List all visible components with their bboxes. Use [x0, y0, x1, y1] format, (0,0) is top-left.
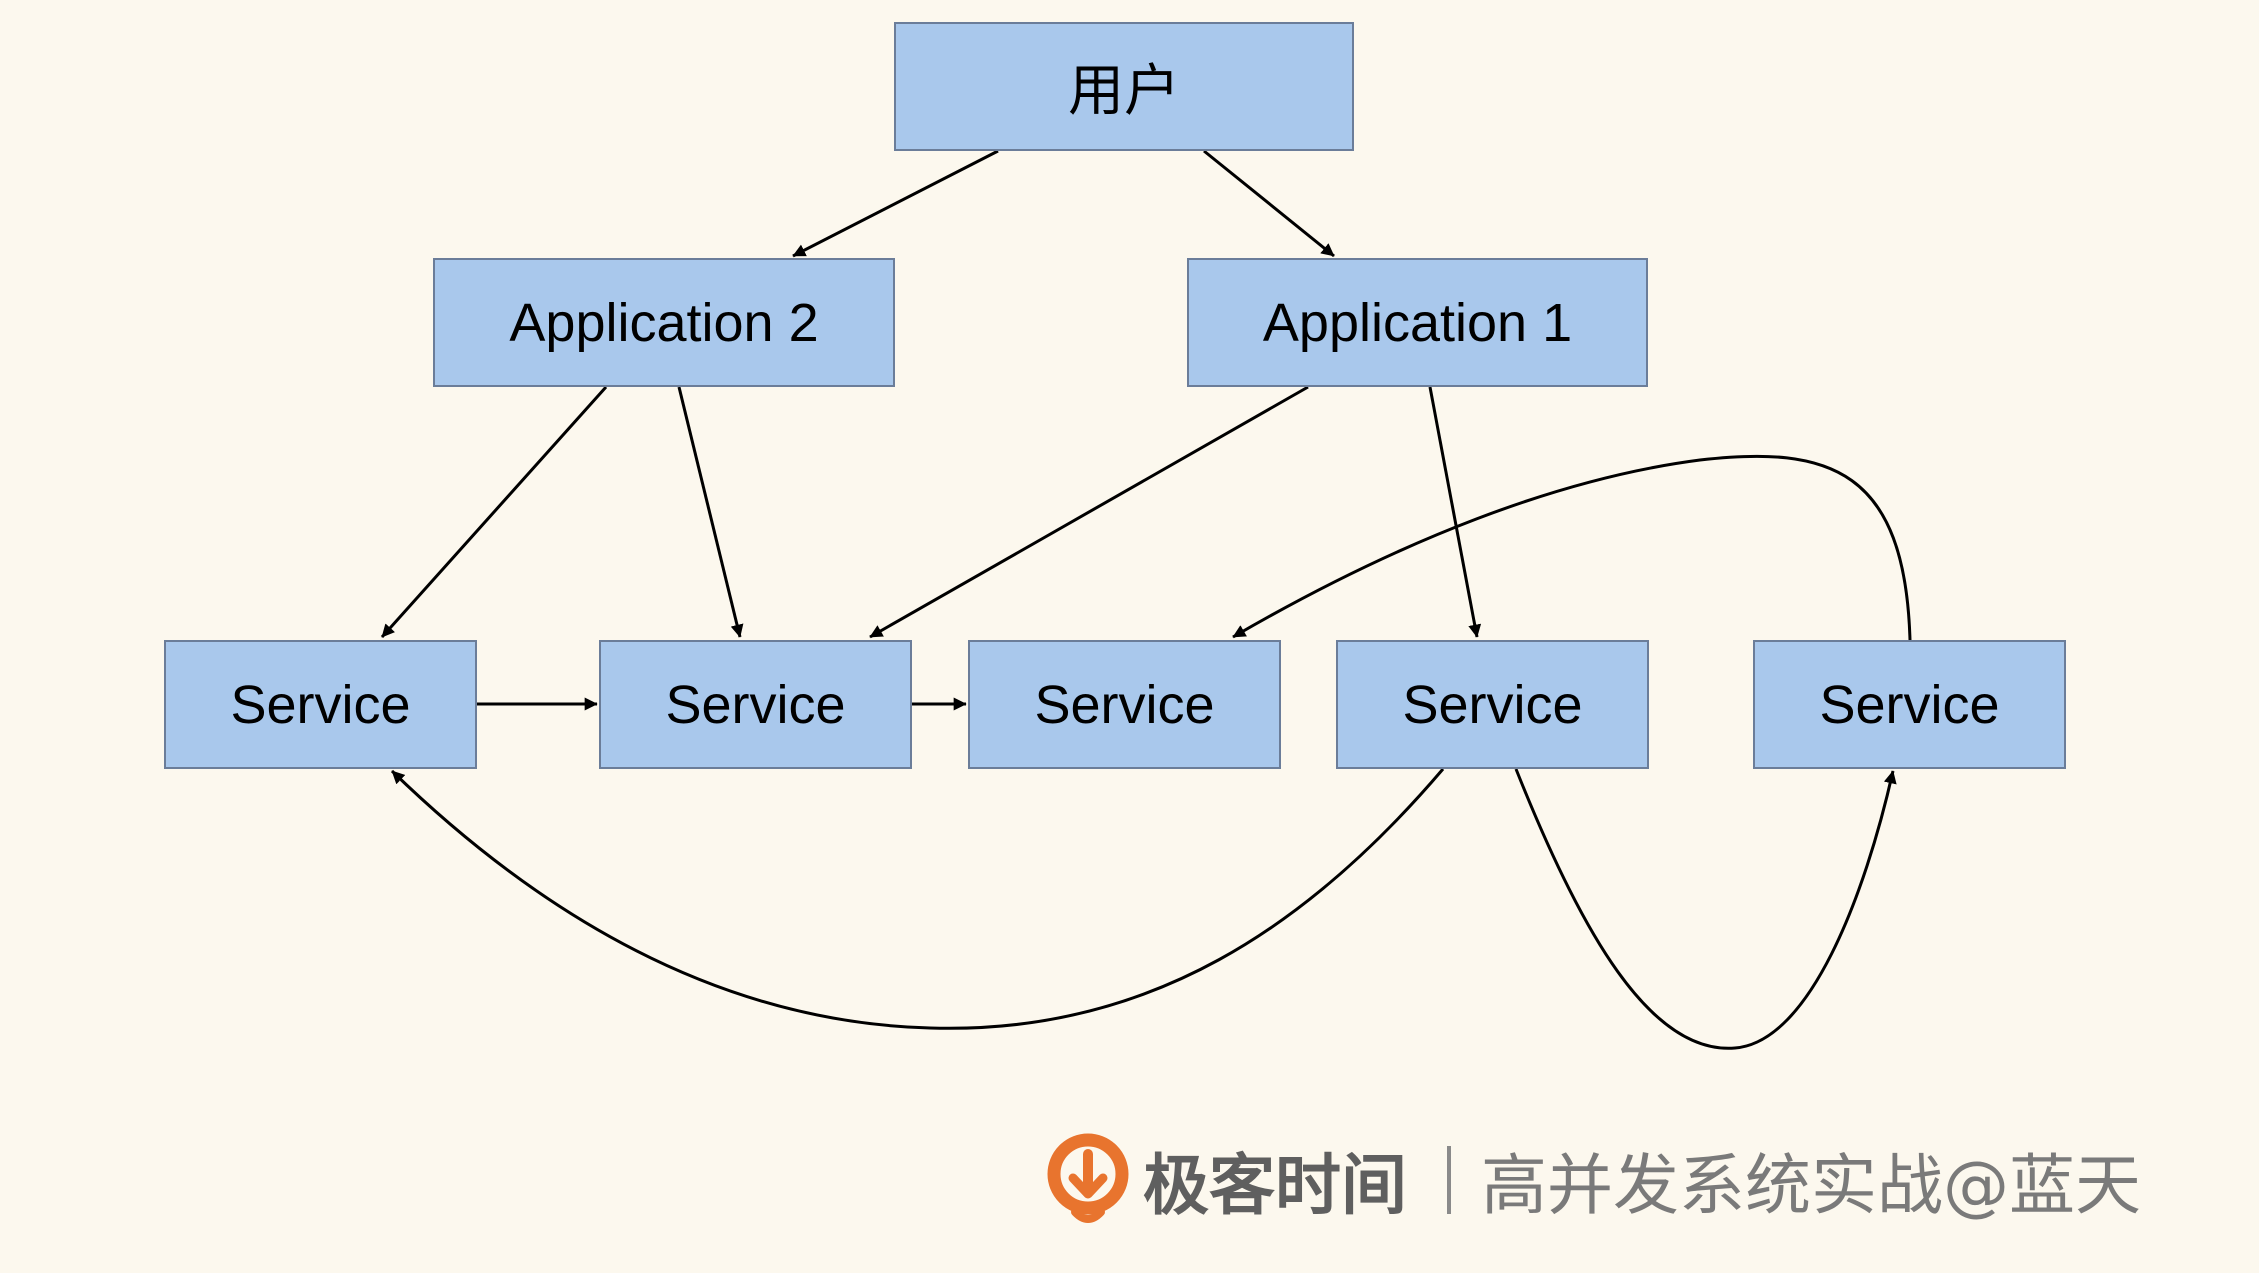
node-user: 用户	[894, 22, 1354, 151]
edge-service4-service5	[1514, 768, 1897, 1050]
node-service-3: Service	[968, 640, 1281, 769]
node-application-2: Application 2	[433, 258, 895, 387]
edge-user-app2	[792, 149, 999, 258]
edge-app2-service2	[677, 386, 744, 638]
node-service-5: Service	[1753, 640, 2066, 769]
edge-user-app1	[1203, 149, 1335, 258]
edge-app1-service4	[1428, 386, 1482, 638]
edge-app2-service1	[380, 385, 608, 639]
node-service-4: Service	[1336, 640, 1649, 769]
geekbang-logo-icon	[1047, 1133, 1129, 1223]
edge-service5-service3	[1232, 454, 1912, 641]
watermark-course: 高并发系统实战@蓝天	[1481, 1147, 2141, 1224]
watermark: 极客时间 高并发系统实战@蓝天	[1045, 1125, 2141, 1235]
edge-service4-service1	[390, 768, 1445, 1030]
node-application-1: Application 1	[1187, 258, 1648, 387]
edge-app1-service2	[869, 385, 1309, 639]
watermark-brand: 极客时间	[1143, 1147, 1407, 1224]
watermark-separator	[1447, 1146, 1451, 1214]
node-service-1: Service	[164, 640, 477, 769]
node-service-2: Service	[599, 640, 912, 769]
